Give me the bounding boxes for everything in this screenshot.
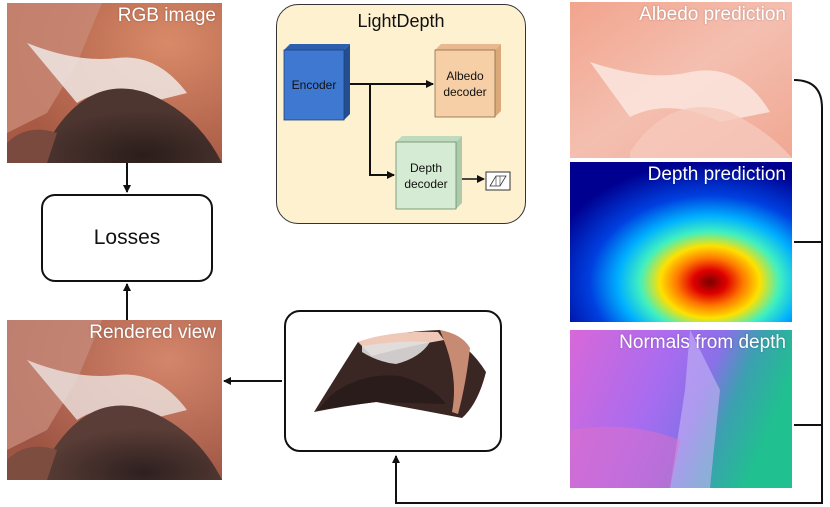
encoder-block: Encoder: [283, 44, 350, 121]
reconstructed-mesh: [314, 330, 486, 418]
depth-decoder-block: Depth decoder: [395, 136, 462, 210]
network-title: LightDepth: [357, 11, 445, 31]
albedo-prediction-image: Albedo prediction: [570, 2, 792, 158]
albedo-decoder-block: Albedo decoder: [434, 44, 501, 118]
normals-from-depth-image: Normals from depth: [570, 330, 792, 488]
depth-decoder-label-line2: decoder: [404, 177, 447, 191]
albedo-decoder-label-line1: Albedo: [446, 69, 484, 83]
losses-label: Losses: [93, 226, 161, 249]
arrow-predictions-to-mesh: [392, 455, 823, 504]
depth-prediction-picture: [570, 162, 792, 322]
depth-prediction-image: Depth prediction: [570, 162, 792, 322]
depth-prediction-label: Depth prediction: [647, 164, 786, 185]
rgb-image-picture: [7, 3, 222, 163]
albedo-prediction-label: Albedo prediction: [639, 4, 786, 25]
normals-from-depth-picture: [570, 330, 792, 488]
encoder-label: Encoder: [292, 78, 337, 92]
rgb-image-label: RGB image: [117, 5, 216, 26]
depth-decoder-label-line1: Depth: [410, 161, 442, 175]
normals-from-depth-label: Normals from depth: [619, 332, 786, 353]
rendered-view-image: Rendered view: [7, 320, 222, 480]
arrow-encoder-to-depth: [369, 84, 395, 179]
depth-map-icon: [485, 171, 511, 191]
rendered-view-picture: [7, 320, 222, 480]
predictions-connector-bracket: [793, 79, 823, 482]
losses-box: [41, 194, 213, 282]
albedo-prediction-picture: [570, 2, 792, 158]
albedo-decoder-label-line2: decoder: [443, 85, 486, 99]
rendered-view-label: Rendered view: [89, 322, 216, 343]
rgb-image: RGB image: [7, 3, 222, 163]
